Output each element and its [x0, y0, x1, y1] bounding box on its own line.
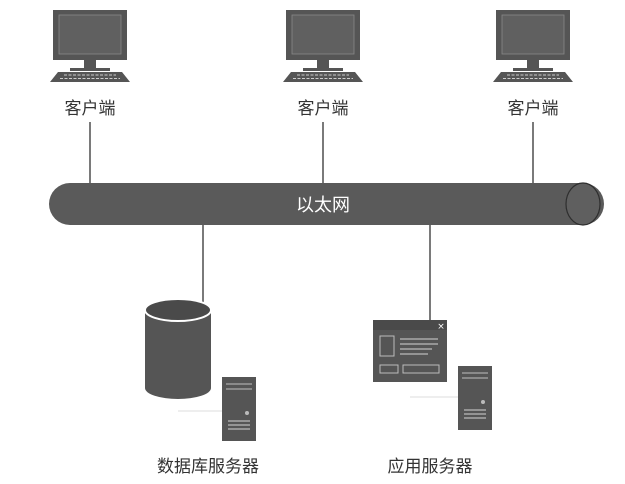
database-server-label: 数据库服务器: [157, 457, 259, 477]
desktop-computer-icon: [492, 9, 574, 83]
client-2-label: 客户端: [298, 99, 349, 119]
desktop-computer-icon: [282, 9, 364, 83]
app-tower-icon: [457, 365, 493, 431]
client-1: 客户端: [49, 9, 131, 119]
database-server: 数据库服务器: [144, 298, 259, 477]
ethernet-label: 以太网: [296, 195, 350, 216]
client-1-label: 客户端: [65, 99, 116, 119]
database-cylinder-icon: [144, 298, 212, 399]
ethernet-bus: 以太网: [49, 182, 604, 226]
desktop-computer-icon: [49, 9, 131, 83]
client-2: 客户端: [282, 9, 364, 119]
close-icon: ×: [437, 322, 445, 332]
application-server: × 应用服务器: [373, 320, 493, 477]
client-3-label: 客户端: [508, 99, 559, 119]
database-tower-icon: [221, 376, 257, 442]
app-server-label: 应用服务器: [388, 457, 473, 477]
client-3: 客户端: [492, 9, 574, 119]
application-window-icon: ×: [373, 320, 447, 382]
